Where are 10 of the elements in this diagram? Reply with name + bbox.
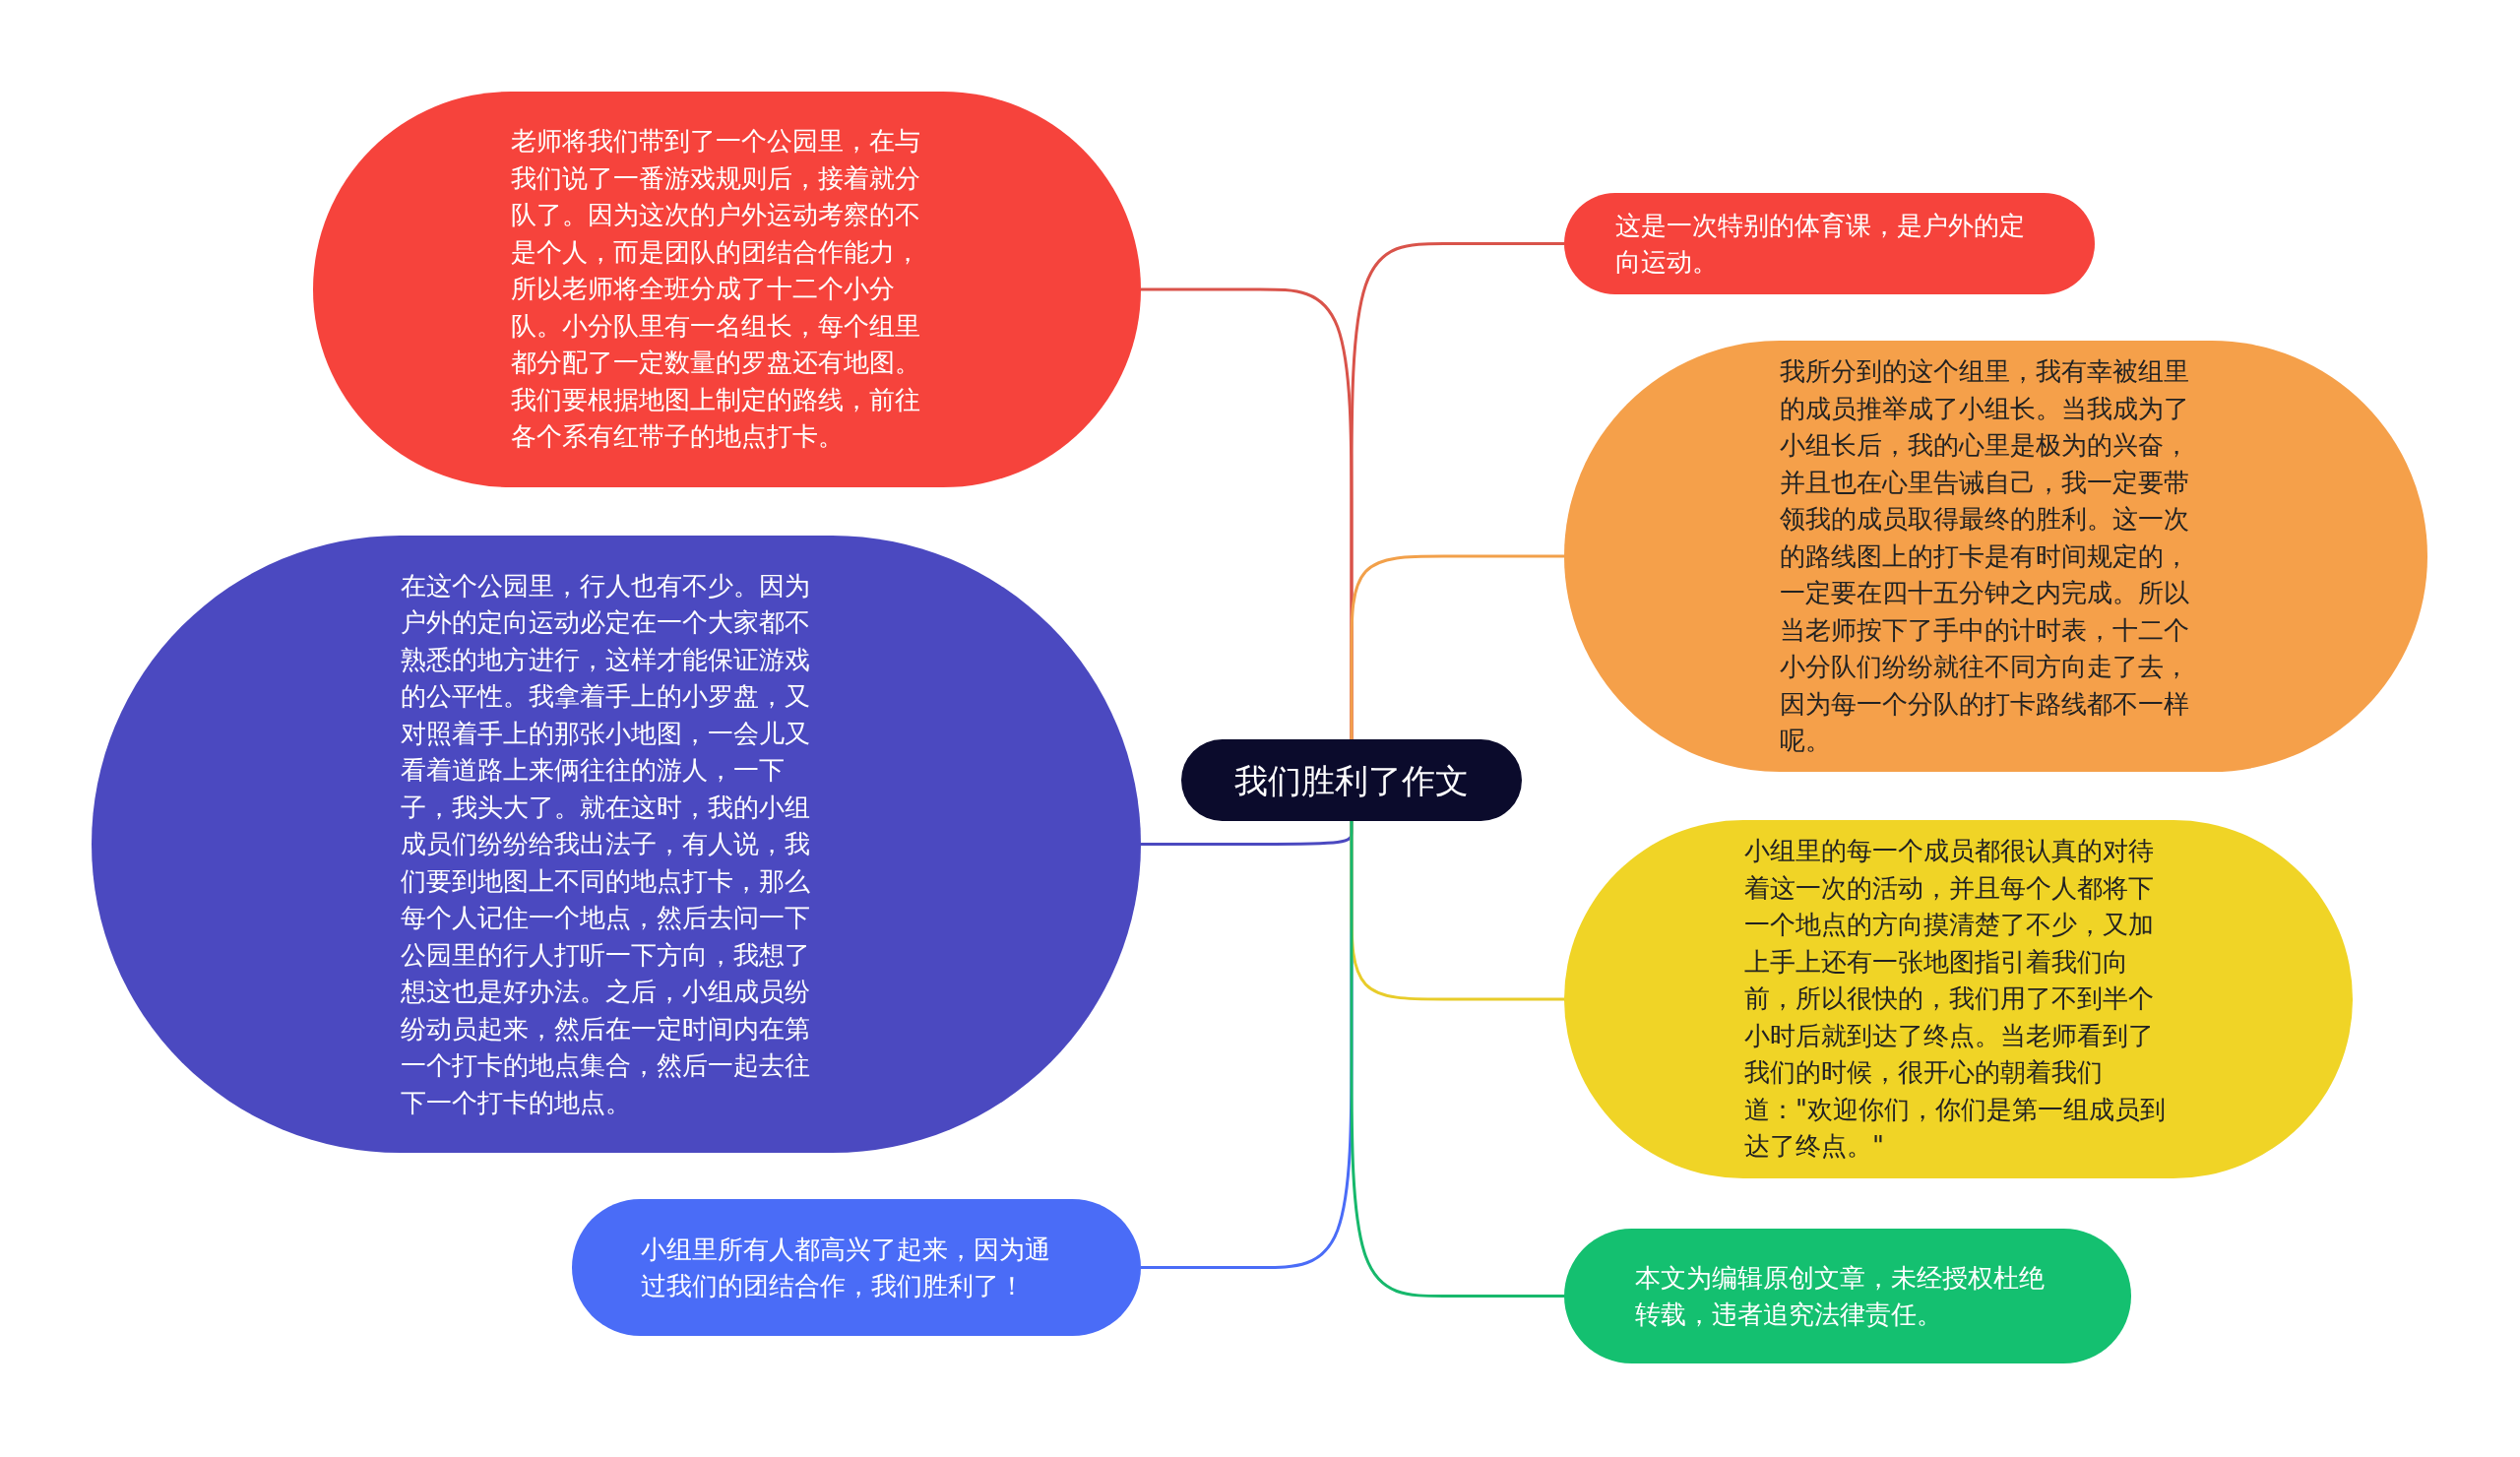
topic-text: 老师将我们带到了一个公园里，在与我们说了一番游戏规则后，接着就分队了。因为这次的户外运动考察的不是个人，而是团队的团结合作能力，所以老师将全班分成了十二个小分队。小分队里有一名组长，每个组里都分配了一定数量的罗盘还有地图。我们要根据地图上制定的路线，前往各个系有红带子的地点打卡。 [511,125,921,454]
branch-line [1350,821,1564,1298]
topic-text: 我所分到的这个组里，我有幸被组里的成员推举成了小组长。当我成为了小组长后，我的心里是极为的兴奋，并且也在心里告诫自己，我一定要带领我的成员取得最终的胜利。这一次的路线图上的打卡是有时间规定的，一定要在四十五分钟之内完成。所以当老师按下了手中的计时表，十二个小分队们纷纷就往不同方向走了去，因为每一个分队的打卡路线都不一样呢。 [1780,354,2190,757]
topic-text: 本文为编辑原创文章，未经授权杜绝转载，违者追究法律责任。 [1635,1261,2046,1331]
topic-text: 小组里的每一个成员都很认真的对待着这一次的活动，并且每个人都将下一个地点的方向摸清楚了不少，又加上手上还有一张地图指引着我们向前，所以很快的，我们用了不到半个小时后就到达了终点。当老师看到了我们的时候，很开心的朝着我们道："欢迎你们，你们是第一组成员到达了终点。" [1744,835,2167,1164]
topic-text: 这是一次特别的体育课，是户外的定向运动。 [1615,209,2026,279]
topic-title: 我们胜利了作文 [1233,759,1470,802]
topic-text: 在这个公园里，行人也有不少。因为户外的定向运动必定在一个大家都不熟悉的地方进行，这样才能保证游戏的公平性。我拿着手上的小罗盘，又对照着手上的那张小地图，一会儿又看着道路上来俩往往的游人，一下子，我头大了。就在这时，我的小组成员们纷纷给我出法子，有人说，我们要到地图上不同的地点打卡，那么每个人记住一个地点，然后去问一下公园里的行人打听一下方向，我想了想这也是好办法。之后，小组成员纷纷动员起来，然后在一定时间内在第一个打卡的地点集合，然后一起去往下一个打卡的地点。 [401,569,811,1119]
branch-line [1350,554,1564,739]
topic-text: 小组里所有人都高兴了起来，因为通过我们的团结合作，我们胜利了！ [641,1233,1051,1302]
